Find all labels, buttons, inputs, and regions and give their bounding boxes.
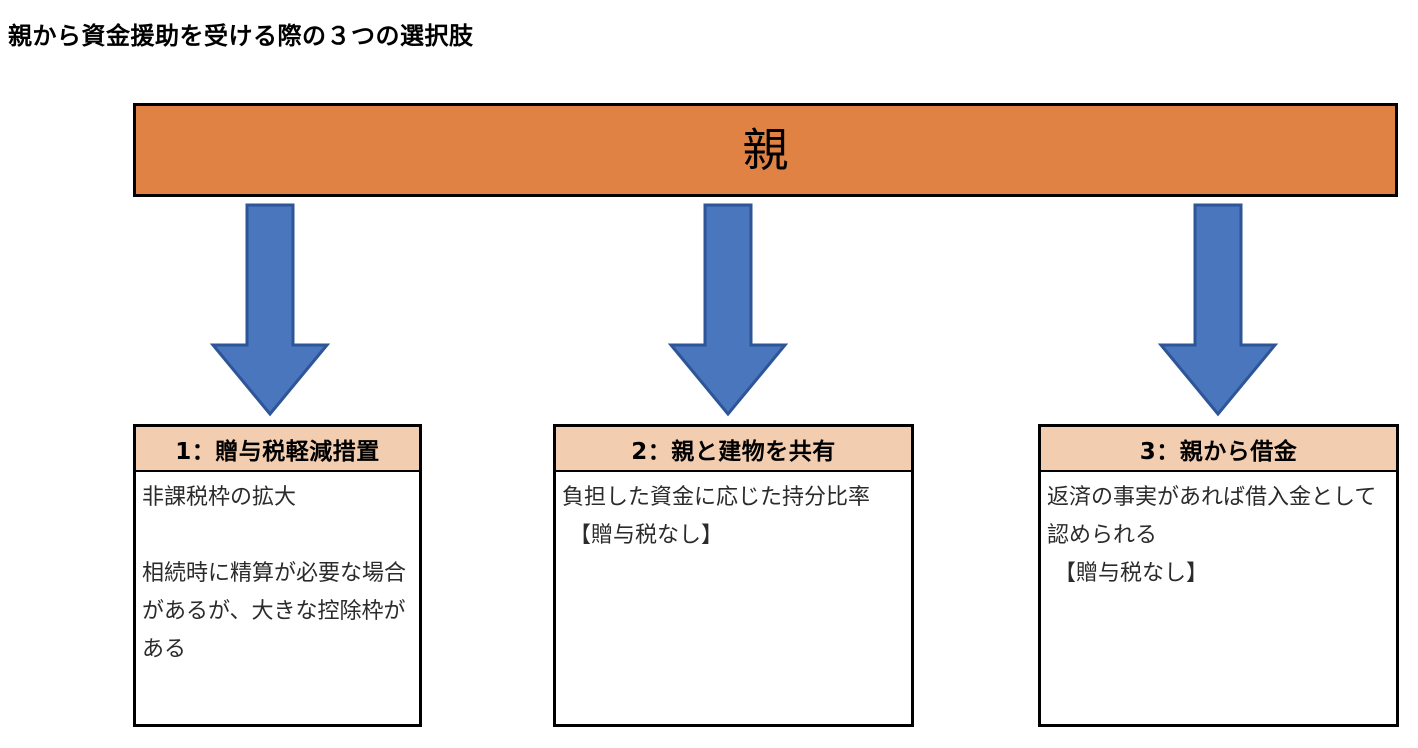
down-arrow-icon-3 — [1158, 202, 1278, 417]
option-box-2-body: 負担した資金に応じた持分比率 【贈与税なし】 — [562, 485, 871, 548]
option-box-1: 1：贈与税軽減措置 非課税枠の拡大 相続時に精算が必要な場合があるが、大きな控除… — [133, 424, 422, 727]
option-box-1-header: 1：贈与税軽減措置 — [136, 427, 419, 472]
parent-node-label: 親 — [742, 123, 789, 177]
option-box-3-body: 返済の事実があれば借入金として認められる 【贈与税なし】 — [1047, 485, 1377, 586]
parent-node-bar: 親 — [133, 103, 1398, 197]
option-box-3-header: 3：親から借金 — [1041, 427, 1396, 472]
down-arrow-icon-2 — [668, 202, 788, 417]
page-title: 親から資金援助を受ける際の３つの選択肢 — [8, 22, 474, 50]
option-box-2: 2：親と建物を共有 負担した資金に応じた持分比率 【贈与税なし】 — [553, 424, 914, 727]
option-box-1-body: 非課税枠の拡大 相続時に精算が必要な場合があるが、大きな控除枠がある — [142, 485, 407, 662]
option-box-2-header: 2：親と建物を共有 — [556, 427, 911, 472]
down-arrow-icon-1 — [210, 202, 330, 417]
option-box-3: 3：親から借金 返済の事実があれば借入金として認められる 【贈与税なし】 — [1038, 424, 1399, 727]
